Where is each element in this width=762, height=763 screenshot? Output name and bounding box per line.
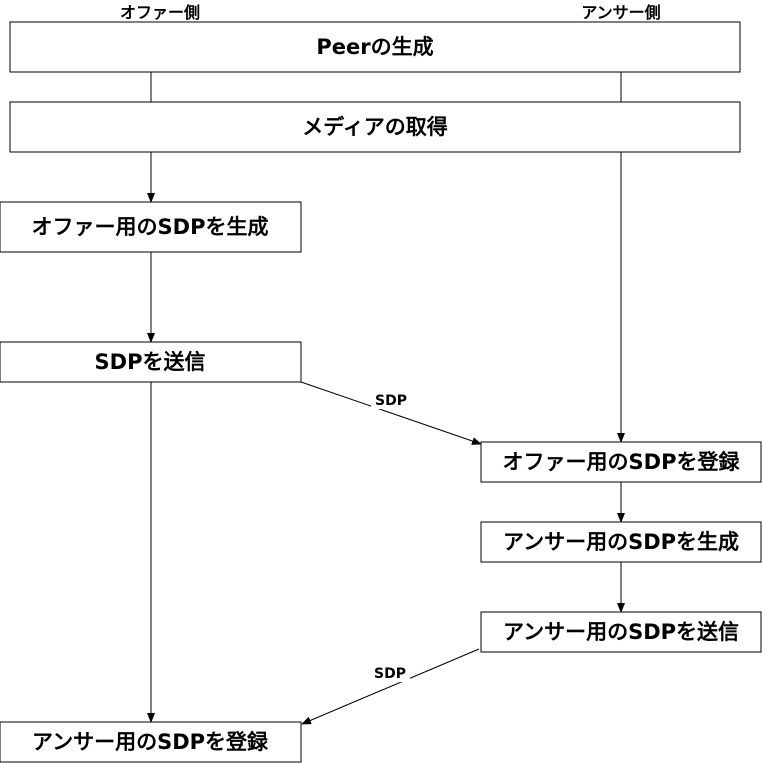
step-get-media: メディアの取得 (9, 101, 741, 153)
step-send-answer-sdp: アンサー用のSDPを送信 (480, 611, 762, 653)
edge-label-answer-sdp-bg (370, 664, 410, 682)
step-create-answer-sdp: アンサー用のSDPを生成 (480, 521, 762, 563)
lane-title-offer: オファー側 (120, 3, 200, 22)
step-register-offer-sdp: オファー用のSDPを登録 (480, 441, 762, 483)
step-register-answer-sdp: アンサー用のSDPを登録 (0, 721, 302, 763)
edge-answer-sdp-cross (301, 648, 480, 725)
edge-label-answer-sdp: SDP (374, 666, 406, 682)
step-send-sdp-label: SDPを送信 (95, 350, 206, 374)
edge-label-offer-sdp-bg (371, 391, 411, 409)
step-register-offer-sdp-label: オファー用のSDPを登録 (503, 450, 741, 474)
edge-offer-sdp-cross (300, 381, 482, 445)
step-create-peer-label: Peerの生成 (316, 35, 433, 59)
step-get-media-label: メディアの取得 (302, 115, 448, 139)
step-send-sdp: SDPを送信 (0, 341, 302, 383)
step-create-answer-sdp-label: アンサー用のSDPを生成 (503, 530, 739, 554)
step-create-offer-sdp-label: オファー用のSDPを生成 (32, 215, 269, 239)
lane-title-answer: アンサー側 (581, 3, 660, 22)
step-send-answer-sdp-label: アンサー用のSDPを送信 (503, 620, 739, 644)
step-register-answer-sdp-label: アンサー用のSDPを登録 (32, 730, 269, 754)
step-create-offer-sdp: オファー用のSDPを生成 (0, 201, 302, 253)
edge-label-offer-sdp: SDP (375, 393, 407, 409)
step-create-peer: Peerの生成 (9, 21, 741, 73)
